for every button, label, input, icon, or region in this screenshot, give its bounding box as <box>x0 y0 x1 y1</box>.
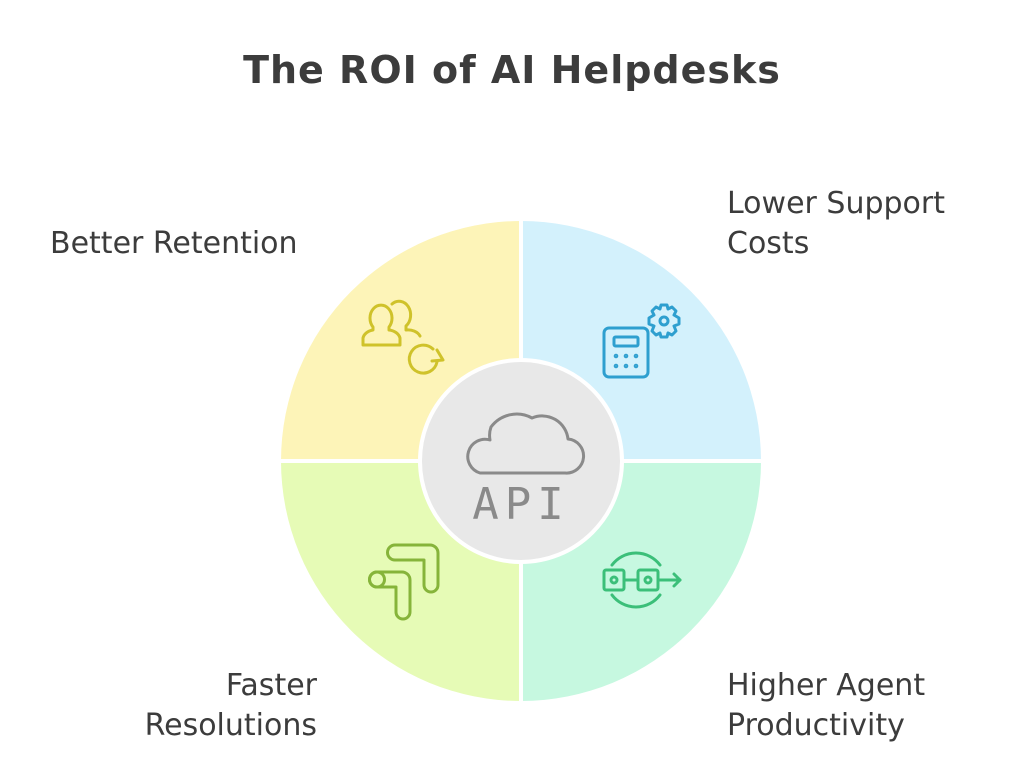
label-line: Costs <box>727 226 810 261</box>
center-circle <box>418 358 624 564</box>
cloud-icon <box>466 412 585 475</box>
label-lower-support-costs: Lower Support Costs <box>727 184 945 264</box>
center-label: API <box>472 479 569 530</box>
label-line: Faster <box>225 668 317 703</box>
fast-arrows-icon <box>368 543 440 621</box>
diagram-title: The ROI of AI Helpdesks <box>243 48 781 92</box>
label-line: Productivity <box>727 708 905 743</box>
calculator-gear-icon <box>602 303 681 379</box>
label-faster-resolutions: Faster Resolutions <box>145 666 317 746</box>
label-line: Higher Agent <box>727 668 926 703</box>
label-line: Resolutions <box>144 708 317 743</box>
users-refresh-icon <box>361 299 445 375</box>
label-better-retention: Better Retention <box>50 224 298 264</box>
label-higher-agent-productivity: Higher Agent Productivity <box>727 666 925 746</box>
label-line: Lower Support <box>727 186 945 221</box>
label-line: Better Retention <box>50 226 298 261</box>
workflow-cycle-icon <box>602 551 682 609</box>
